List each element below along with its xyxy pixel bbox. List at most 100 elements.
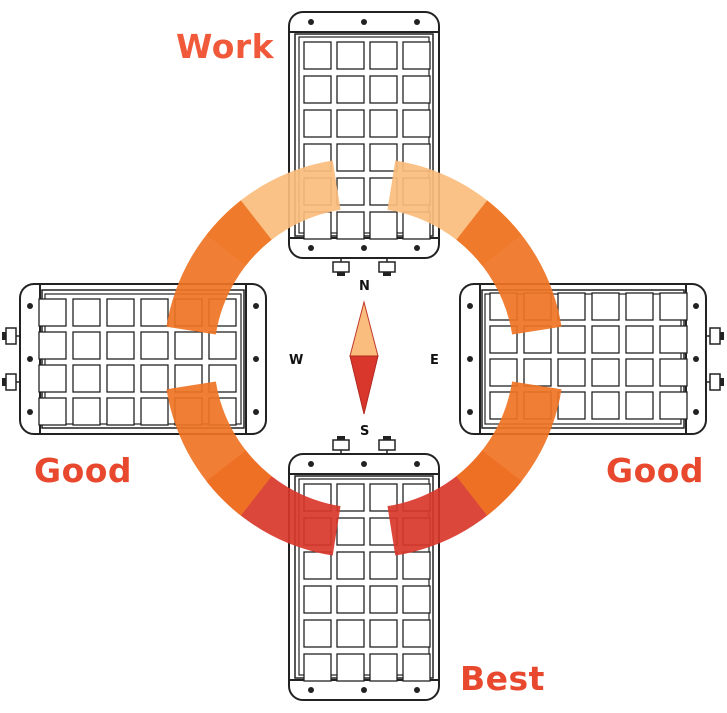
solar-cell — [369, 75, 398, 104]
panel-bolt-icon — [253, 409, 259, 415]
solar-cell — [369, 109, 398, 138]
solar-cell — [140, 397, 169, 426]
panel-bolt-icon — [308, 461, 314, 467]
solar-cell — [591, 391, 620, 420]
panel-bolt-icon — [308, 687, 314, 693]
panel-bolt-icon — [467, 409, 473, 415]
solar-cell — [402, 585, 431, 614]
solar-cell — [336, 585, 365, 614]
solar-cell — [369, 551, 398, 580]
solar-panel-south — [288, 436, 440, 701]
solar-cell — [557, 358, 586, 387]
compass-n-letter: N — [359, 279, 370, 294]
solar-cell — [336, 211, 365, 240]
solar-cell — [369, 143, 398, 172]
solar-cell — [303, 653, 332, 682]
solar-cell — [303, 551, 332, 580]
compass-needle-icon — [349, 300, 379, 415]
solar-cell — [336, 75, 365, 104]
solar-cell — [303, 41, 332, 70]
panel-bolt-icon — [27, 356, 33, 362]
panel-bolt-icon — [361, 245, 367, 251]
solar-cell — [659, 358, 688, 387]
solar-cell — [106, 298, 135, 327]
south-rating-label: Best — [460, 659, 545, 698]
solar-cell — [369, 41, 398, 70]
solar-cell — [336, 109, 365, 138]
panel-bolt-icon — [27, 303, 33, 309]
panel-bolt-icon — [253, 303, 259, 309]
north-rating-label: Work — [176, 27, 275, 66]
solar-cell — [303, 75, 332, 104]
solar-panel-east — [459, 283, 724, 435]
panel-bolt-icon — [361, 19, 367, 25]
solar-cell — [72, 298, 101, 327]
solar-cell — [72, 364, 101, 393]
panel-bolt-icon — [308, 19, 314, 25]
solar-cell — [106, 397, 135, 426]
solar-cell — [402, 41, 431, 70]
panel-bolt-icon — [253, 356, 259, 362]
west-arc-segment-1 — [166, 381, 272, 516]
solar-cell — [625, 292, 654, 321]
compass-e-letter: E — [430, 353, 439, 368]
east-arc-segment-1 — [456, 200, 562, 335]
solar-cell — [659, 292, 688, 321]
solar-cell — [106, 364, 135, 393]
east-arc-segment-2 — [456, 381, 562, 516]
panel-bolt-icon — [414, 245, 420, 251]
solar-cell — [591, 325, 620, 354]
solar-cell — [625, 391, 654, 420]
panel-bolt-icon — [414, 19, 420, 25]
solar-cell — [591, 292, 620, 321]
solar-cell — [336, 517, 365, 546]
solar-cell — [72, 397, 101, 426]
solar-cell — [369, 619, 398, 648]
solar-cell — [336, 619, 365, 648]
solar-cell — [106, 331, 135, 360]
solar-cell — [38, 364, 67, 393]
solar-cell — [557, 325, 586, 354]
panel-bolt-icon — [414, 687, 420, 693]
east-rating-label: Good — [606, 451, 705, 490]
solar-panel-west — [2, 283, 267, 435]
solar-cell — [336, 483, 365, 512]
solar-cell — [140, 298, 169, 327]
compass-w-letter: W — [289, 353, 304, 368]
solar-cell — [336, 653, 365, 682]
solar-cell — [38, 298, 67, 327]
solar-cell — [369, 585, 398, 614]
solar-cell — [72, 331, 101, 360]
solar-cell — [402, 75, 431, 104]
solar-cell — [659, 325, 688, 354]
solar-cell — [303, 109, 332, 138]
panel-bolt-icon — [361, 687, 367, 693]
solar-cell — [402, 653, 431, 682]
west-rating-label: Good — [34, 451, 133, 490]
panel-bolt-icon — [361, 461, 367, 467]
compass-s-letter: S — [360, 424, 370, 439]
solar-cell — [489, 358, 518, 387]
panel-bolt-icon — [308, 245, 314, 251]
solar-cell — [591, 358, 620, 387]
solar-cell — [489, 325, 518, 354]
solar-cell — [140, 331, 169, 360]
solar-cell — [625, 358, 654, 387]
solar-panel-north — [288, 11, 440, 276]
panel-bolt-icon — [693, 303, 699, 309]
solar-cell — [336, 41, 365, 70]
solar-cell — [174, 331, 203, 360]
solar-cell — [303, 585, 332, 614]
solar-cell — [402, 109, 431, 138]
solar-cell — [557, 391, 586, 420]
solar-cell — [557, 292, 586, 321]
solar-cell — [208, 331, 237, 360]
west-arc-segment-2 — [166, 200, 272, 335]
solar-cell — [303, 619, 332, 648]
panel-bolt-icon — [693, 409, 699, 415]
solar-cell — [402, 551, 431, 580]
solar-cell — [523, 358, 552, 387]
solar-cell — [369, 211, 398, 240]
solar-cell — [336, 551, 365, 580]
